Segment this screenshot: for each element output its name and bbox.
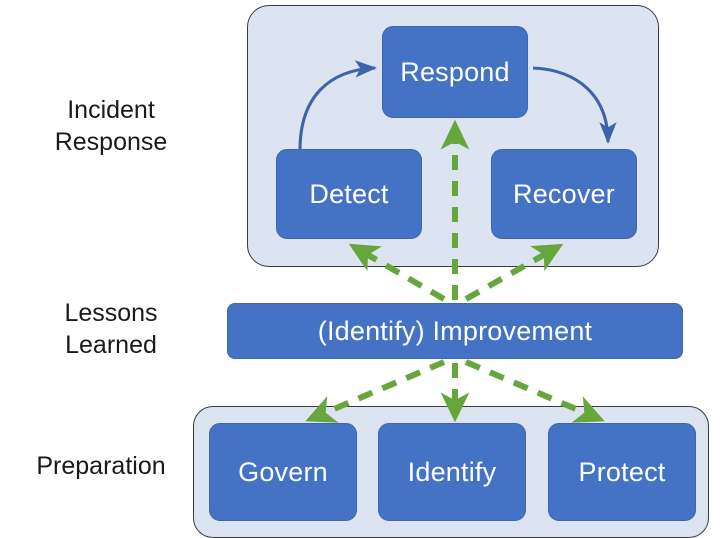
row-label-lessons-learned: Lessons Learned	[64, 299, 158, 359]
node-recover[interactable]: Recover	[491, 149, 637, 239]
row-label-incident-response: Incident Response	[54, 96, 168, 156]
row-label-preparation: Preparation	[36, 452, 166, 480]
node-respond[interactable]: Respond	[382, 26, 528, 118]
node-govern[interactable]: Govern	[209, 423, 357, 521]
node-identify[interactable]: Identify	[378, 423, 526, 521]
node-identify-improvement[interactable]: (Identify) Improvement	[227, 303, 683, 359]
node-protect[interactable]: Protect	[548, 423, 696, 521]
node-detect[interactable]: Detect	[276, 149, 422, 239]
